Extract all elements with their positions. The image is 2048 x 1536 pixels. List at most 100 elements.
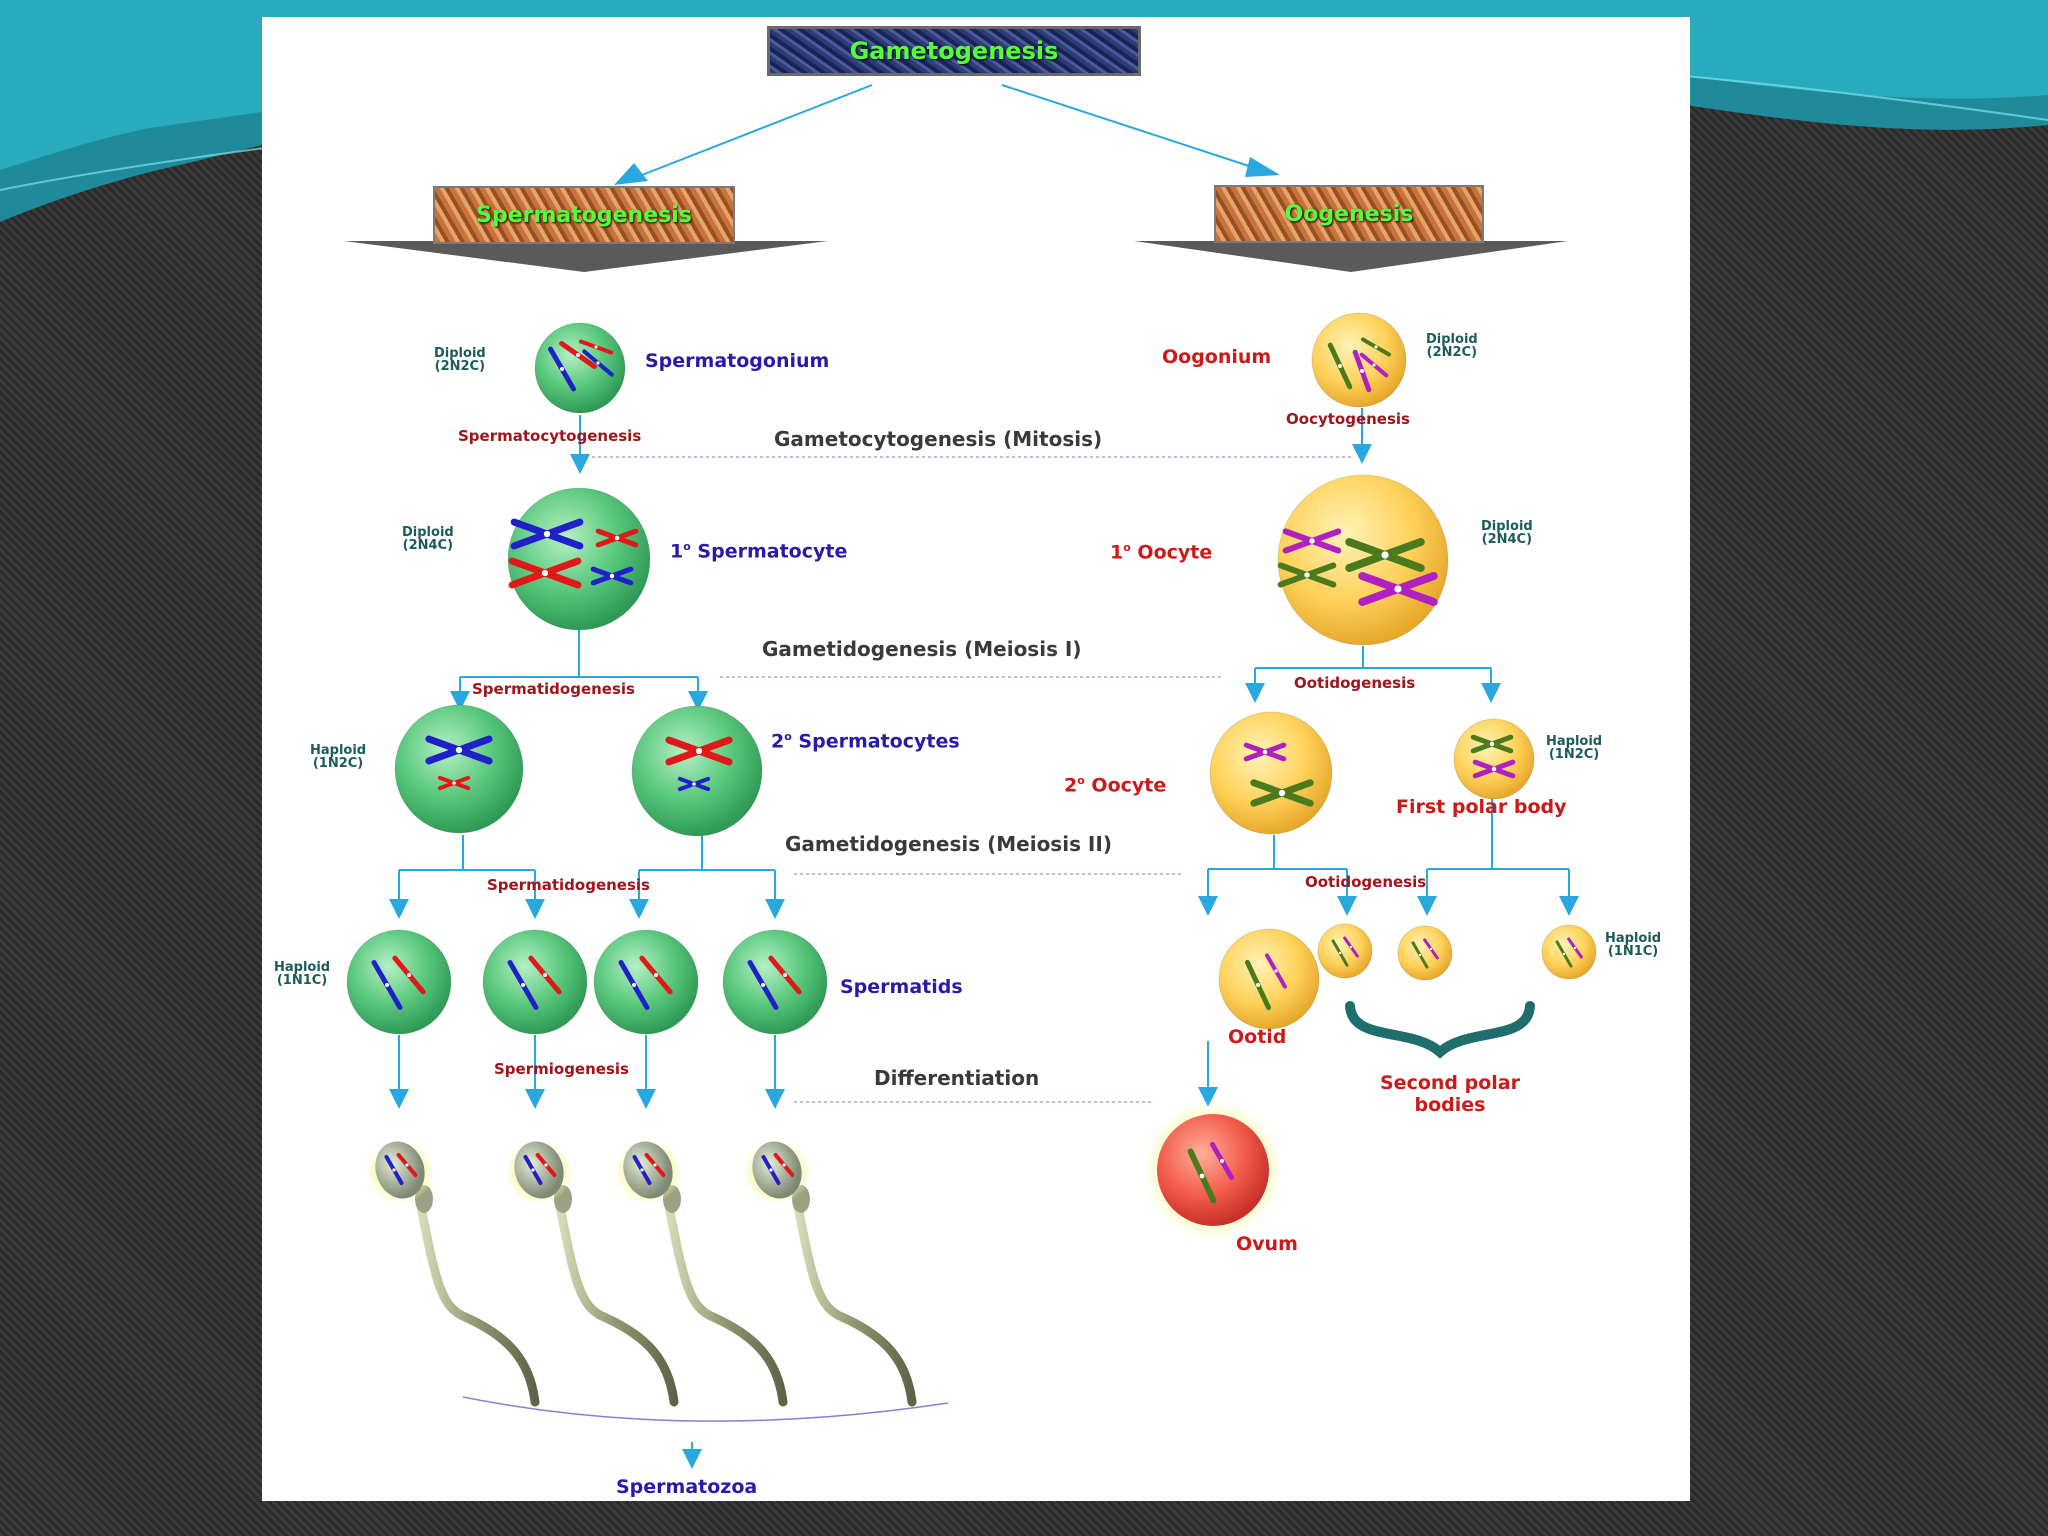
- centromere: [521, 983, 525, 987]
- centromere: [782, 1163, 786, 1167]
- arrow-head: [629, 899, 649, 919]
- cell-body: [1317, 923, 1373, 979]
- arrow-head: [525, 1089, 545, 1109]
- centromere: [640, 1168, 644, 1172]
- second-polar-body-cell: [1397, 925, 1453, 981]
- centromere: [576, 353, 580, 357]
- ploidy-formula: (2N4C): [1481, 532, 1533, 547]
- centromere: [1220, 1159, 1224, 1163]
- oogonium-ploidy: Diploid (2N2C): [1426, 333, 1478, 359]
- cell-name: Spermatocytes: [798, 730, 960, 753]
- ordinal-sup: o: [683, 540, 691, 553]
- arrow-head: [636, 1089, 656, 1109]
- centromere: [1274, 969, 1278, 973]
- oogenesis-banner: Oogenesis: [1214, 185, 1484, 243]
- spermatozoa-brace: [462, 1396, 949, 1422]
- centromere: [1374, 345, 1378, 349]
- primary-oocyte-cell: [1277, 474, 1449, 646]
- ploidy-type: Haploid: [310, 743, 367, 758]
- arrow-head: [614, 163, 648, 185]
- ploidy-formula: (1N1C): [1607, 944, 1659, 959]
- secondary-spermatocyte-cell-b: [631, 705, 763, 837]
- oocytogenesis-label: Oocytogenesis: [1286, 410, 1410, 428]
- spermiogenesis-label: Spermiogenesis: [494, 1060, 629, 1078]
- ootidogenesis-label-1: Ootidogenesis: [1294, 674, 1416, 692]
- ploidy-type: Diploid: [402, 525, 454, 540]
- ootid-label: Ootid: [1228, 1026, 1287, 1048]
- label-line-1: Second polar: [1380, 1072, 1520, 1094]
- cell-body: [1397, 925, 1453, 981]
- ootidogenesis-label-2: Ootidogenesis: [1305, 873, 1427, 891]
- ordinal-sup: o: [1123, 541, 1131, 554]
- ordinal-number: 1: [670, 540, 684, 563]
- oogenesis-arrow: [1134, 241, 1568, 272]
- arrow-head: [1352, 444, 1372, 464]
- cell-body: [534, 322, 626, 414]
- sperm-tail: [554, 1197, 679, 1407]
- centromere: [1491, 766, 1497, 772]
- centromere: [632, 983, 636, 987]
- second-polar-body-cell: [1317, 923, 1373, 979]
- arrow-head: [450, 691, 470, 711]
- arrow-head: [1417, 896, 1437, 916]
- centromere: [1256, 983, 1260, 987]
- secondary-spermatocyte-ploidy: Haploid (1N2C): [310, 744, 366, 770]
- arrow-head: [1245, 683, 1265, 703]
- title-banner: Gametogenesis: [767, 26, 1141, 76]
- centromere: [692, 782, 696, 786]
- ploidy-formula: (2N2C): [434, 359, 486, 374]
- second-polar-brace: [1345, 1001, 1535, 1059]
- spermatogenesis-arrow: [344, 241, 828, 272]
- centromere: [614, 535, 620, 541]
- stage-meiosis1-label: Gametidogenesis (Meiosis I): [762, 637, 1082, 661]
- arrow-head: [1198, 896, 1218, 916]
- spermatid-cell: [722, 929, 828, 1035]
- centromere: [541, 569, 549, 577]
- arrow-head: [1481, 683, 1501, 703]
- centromere: [560, 367, 564, 371]
- ploidy-formula: (1N1C): [276, 973, 328, 988]
- cell-name: Oocyte: [1091, 774, 1167, 797]
- spermatozoon: [743, 1140, 917, 1407]
- ploidy-formula: (1N2C): [1548, 747, 1600, 762]
- centromere: [1338, 364, 1342, 368]
- centromere: [1349, 945, 1353, 949]
- secondary-oocyte-label: 2o Oocyte: [1064, 774, 1167, 797]
- stage-differentiation-label: Differentiation: [874, 1066, 1040, 1090]
- stage-meiosis2-label: Gametidogenesis (Meiosis II): [785, 832, 1112, 856]
- ploidy-type: Diploid: [1426, 332, 1478, 347]
- centromere: [1338, 951, 1342, 955]
- arrow-head: [389, 899, 409, 919]
- cell-body: [722, 929, 828, 1035]
- cell-body: [1541, 924, 1597, 980]
- centromere: [1278, 789, 1286, 797]
- arrow-head: [525, 899, 545, 919]
- spermatocytogenesis-label: Spermatocytogenesis: [458, 427, 642, 445]
- centromere: [1562, 952, 1566, 956]
- first-polar-body-cell: [1453, 718, 1535, 800]
- centromere: [1394, 585, 1402, 593]
- centromere: [544, 1163, 548, 1167]
- cell-body: [1157, 1114, 1269, 1226]
- spermatidogenesis-label-1: Spermatidogenesis: [472, 680, 635, 698]
- centromere: [543, 530, 551, 538]
- oogonium-cell: [1311, 312, 1407, 408]
- centromere: [1360, 369, 1364, 373]
- ordinal-sup: o: [1077, 774, 1085, 787]
- centromere: [1489, 741, 1495, 747]
- centromere: [653, 1163, 657, 1167]
- centromere: [543, 973, 547, 977]
- sperm-tail: [792, 1197, 917, 1407]
- secondary-oocyte-cell: [1209, 711, 1333, 835]
- spermatozoon: [366, 1140, 540, 1407]
- centromere: [1304, 572, 1310, 578]
- title-text: Gametogenesis: [849, 37, 1059, 65]
- ploidy-type: Diploid: [434, 346, 486, 361]
- arrow-head: [389, 1089, 409, 1109]
- primary-oocyte-ploidy: Diploid (2N4C): [1481, 520, 1533, 546]
- centromere: [695, 747, 703, 755]
- spermatid-cell: [482, 929, 588, 1035]
- ploidy-formula: (2N2C): [1426, 345, 1478, 360]
- spermatozoon: [505, 1140, 679, 1407]
- cell-body: [631, 705, 763, 837]
